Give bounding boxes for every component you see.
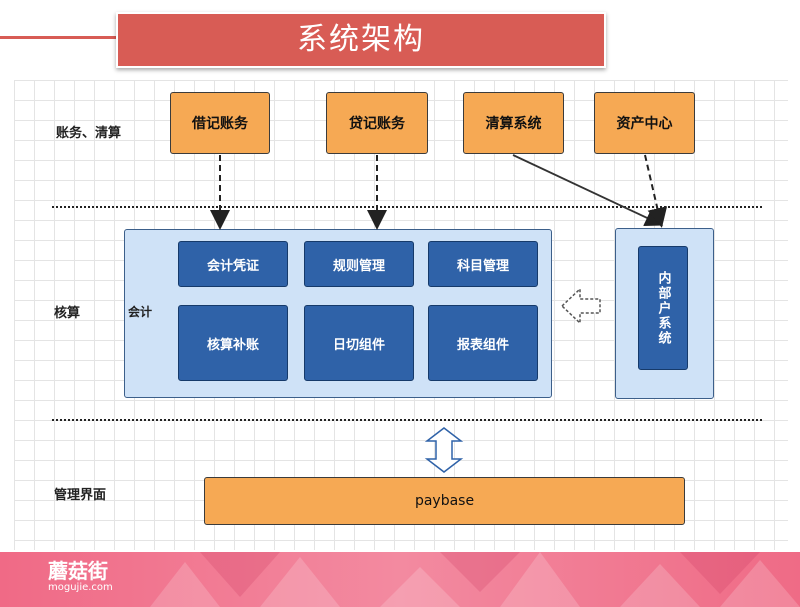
brand-domain: mogujie.com [48, 582, 113, 593]
hollow-arrow-left [560, 287, 601, 325]
hollow-double-arrow-vertical [424, 427, 464, 473]
separator-bottom [52, 419, 762, 421]
paybase-bar[interactable]: paybase [204, 477, 685, 525]
title-accent-line [0, 36, 120, 39]
brand-logo: 蘑菇街 mogujie.com [48, 560, 113, 594]
row-label-accounting: 核算 [54, 306, 81, 321]
row-label-settlement: 账务、清算 [56, 126, 122, 141]
module-subject-management[interactable]: 科目管理 [428, 241, 538, 287]
internal-account-system[interactable]: 内部户系统 [638, 246, 688, 370]
page-title: 系统架构 [116, 12, 606, 68]
service-credit-accounting[interactable]: 贷记账务 [326, 92, 428, 154]
accounting-panel-label: 会计 [128, 305, 153, 319]
service-asset-center[interactable]: 资产中心 [594, 92, 695, 154]
service-debit-accounting[interactable]: 借记账务 [170, 92, 270, 154]
arrow-clearing-to-internal [512, 154, 664, 227]
row-label-management: 管理界面 [54, 488, 107, 503]
module-day-cut-component[interactable]: 日切组件 [304, 305, 414, 381]
module-accounting-voucher[interactable]: 会计凭证 [178, 241, 288, 287]
footer-band: 蘑菇街 mogujie.com [0, 552, 800, 607]
footer-pattern [150, 552, 800, 607]
module-rule-management[interactable]: 规则管理 [304, 241, 414, 287]
brand-name: 蘑菇街 [48, 559, 108, 583]
module-accounting-supplement[interactable]: 核算补账 [178, 305, 288, 381]
separator-top [52, 206, 762, 208]
service-clearing-system[interactable]: 清算系统 [463, 92, 564, 154]
arrow-asset-to-internal [644, 154, 668, 228]
module-report-component[interactable]: 报表组件 [428, 305, 538, 381]
